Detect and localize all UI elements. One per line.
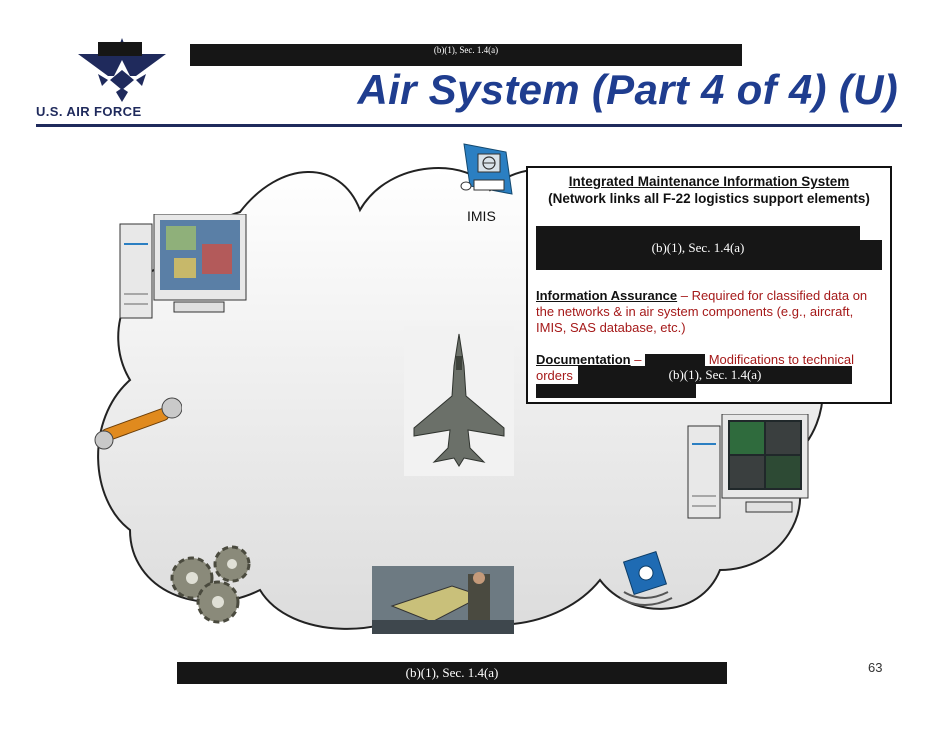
page-number: 63 bbox=[868, 660, 883, 675]
doc-dash: – bbox=[630, 352, 642, 367]
info-heading-title: Integrated Maintenance Information Syste… bbox=[568, 174, 850, 189]
imis-computer-icon bbox=[460, 143, 513, 195]
computer-map-icon bbox=[119, 214, 247, 319]
imis-label: IMIS bbox=[467, 208, 496, 224]
air-force-logo-icon bbox=[78, 38, 166, 102]
documentation-text: Documentation – Modifications to technic… bbox=[536, 352, 882, 368]
redaction-block-1-tail bbox=[860, 240, 882, 270]
gears-icon bbox=[170, 545, 251, 624]
computer-radar-icon bbox=[687, 414, 809, 519]
redaction-label: (b)(1), Sec. 1.4(a) bbox=[668, 367, 762, 382]
documentation-text-line2: orders bbox=[536, 368, 573, 383]
info-subheading: (Network links all F-22 logistics suppor… bbox=[548, 191, 870, 206]
aircraft-icon bbox=[404, 326, 514, 476]
redaction-label: (b)(1), Sec. 1.4(a) bbox=[433, 45, 499, 55]
maintenance-photo bbox=[372, 566, 514, 634]
page-title: Air System (Part 4 of 4) (U) bbox=[357, 66, 898, 113]
redaction-bar-top: (b)(1), Sec. 1.4(a) bbox=[190, 44, 742, 66]
ia-title: Information Assurance bbox=[536, 288, 678, 303]
redaction-block-2: (b)(1), Sec. 1.4(a) bbox=[578, 366, 852, 384]
logo-label: U.S. AIR FORCE bbox=[36, 104, 142, 119]
redaction-inline bbox=[645, 353, 706, 368]
redaction-label: (b)(1), Sec. 1.4(a) bbox=[651, 240, 745, 255]
doc-body: Modifications to technical bbox=[708, 352, 854, 367]
redaction-block-2-tail bbox=[536, 384, 696, 398]
header-rule bbox=[36, 124, 902, 127]
redaction-label: (b)(1), Sec. 1.4(a) bbox=[405, 665, 499, 680]
info-heading: Integrated Maintenance Information Syste… bbox=[528, 174, 890, 189]
redaction-bar-bottom: (b)(1), Sec. 1.4(a) bbox=[177, 662, 727, 684]
disk-icon bbox=[619, 550, 673, 606]
doc-title: Documentation bbox=[536, 352, 631, 367]
wrench-icon bbox=[94, 397, 182, 450]
redaction-block-1: (b)(1), Sec. 1.4(a) bbox=[536, 226, 860, 270]
ia-body: – Required for classified data on the ne… bbox=[536, 288, 868, 335]
information-assurance-text: Information Assurance – Required for cla… bbox=[536, 288, 882, 336]
imis-info-box: Integrated Maintenance Information Syste… bbox=[526, 166, 892, 404]
